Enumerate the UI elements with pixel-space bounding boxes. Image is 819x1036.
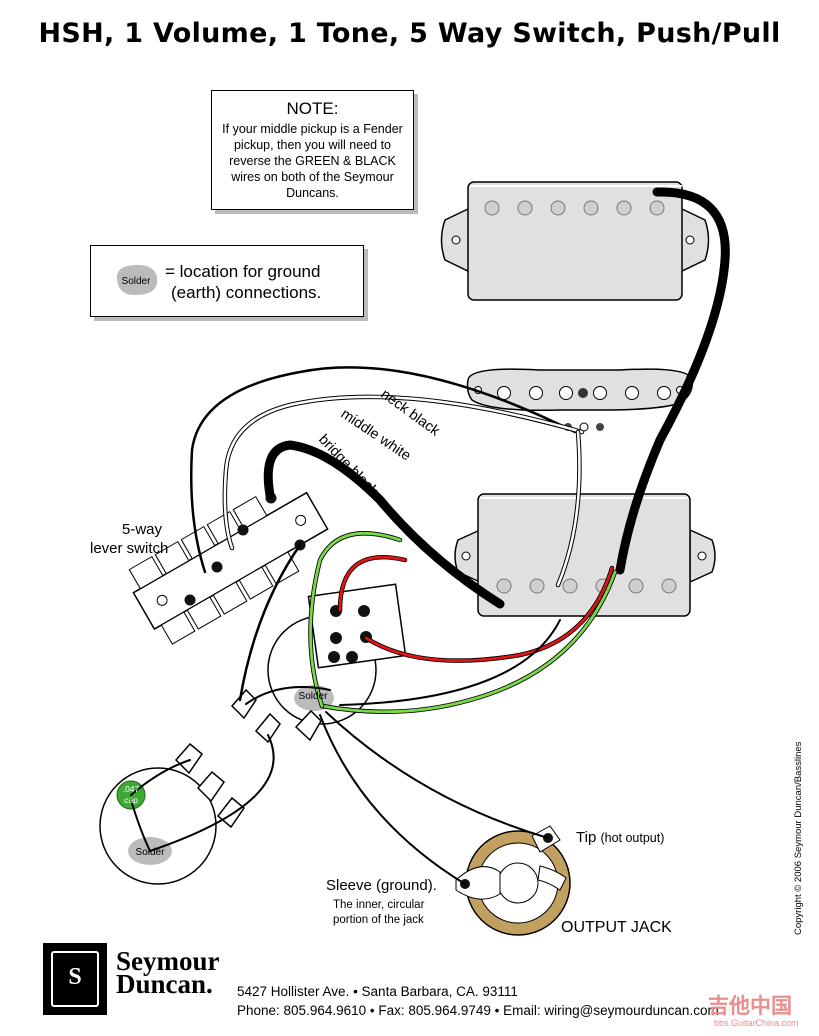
tone-solder-label: Solder	[136, 847, 166, 858]
pot-solder-label: Solder	[299, 691, 329, 702]
switch-label-1: 5-way	[121, 521, 162, 538]
legend-line-1: = location for ground	[165, 262, 321, 281]
solder-blob-icon: Solder	[116, 264, 158, 296]
jack-sleeve-note-2: portion of the jack	[333, 914, 424, 926]
logo-line1: Seymour	[116, 946, 220, 976]
note-body: If your middle pickup is a Fender pickup…	[222, 122, 403, 200]
watermark-url: bbs.GuitarChina.com	[714, 1018, 799, 1028]
cap-value-label: .047	[123, 784, 140, 794]
legend-solder-badge: Solder	[122, 276, 152, 287]
jack-tip-label: Tip (hot output)	[576, 829, 664, 846]
jack-tip-text: Tip	[576, 829, 597, 846]
jack-sleeve-note-1: The inner, circular	[333, 899, 425, 911]
note-heading-word: NOTE	[286, 99, 334, 118]
company-address: 5427 Hollister Ave. • Santa Barbara, CA.…	[237, 982, 719, 1020]
five-way-switch	[128, 491, 329, 645]
svg-text:S: S	[68, 964, 81, 990]
neck-wire-label: neck black	[378, 386, 443, 440]
neck-humbucker	[440, 181, 710, 301]
bridge-humbucker	[454, 493, 716, 617]
note-heading: NOTE:	[212, 99, 413, 119]
solder-legend: Solder = location for ground (earth) con…	[90, 245, 364, 317]
tone-pot	[99, 742, 246, 885]
jack-tip-note: (hot output)	[600, 831, 665, 845]
note-box: NOTE: If your middle pickup is a Fender …	[211, 90, 414, 210]
output-jack-label: OUTPUT JACK	[561, 919, 672, 936]
logo-line2: Duncan.	[116, 969, 213, 999]
wiring	[130, 187, 730, 885]
watermark: 吉他中国	[708, 994, 792, 1018]
seymour-duncan-logo: S Seymour Duncan.	[43, 943, 220, 1015]
page-title: HSH, 1 Volume, 1 Tone, 5 Way Switch, Pus…	[38, 18, 781, 49]
legend-line-2: (earth) connections.	[171, 283, 322, 302]
jack-sleeve-label: Sleeve (ground).	[326, 877, 437, 894]
legend-text: = location for ground (earth) connection…	[165, 261, 321, 303]
copyright-notice: Copyright © 2006 Seymour Duncan/Bassline…	[793, 741, 804, 935]
volume-pot	[230, 583, 407, 744]
address-line-2: Phone: 805.964.9610 • Fax: 805.964.9749 …	[237, 1003, 719, 1018]
address-line-1: 5427 Hollister Ave. • Santa Barbara, CA.…	[237, 984, 518, 999]
note-heading-colon: :	[333, 99, 339, 118]
output-jack	[455, 825, 571, 936]
cap-label: cap	[124, 795, 138, 805]
jack-sleeve-note: The inner, circular portion of the jack	[333, 898, 424, 928]
switch-label-2: lever switch	[90, 540, 169, 557]
